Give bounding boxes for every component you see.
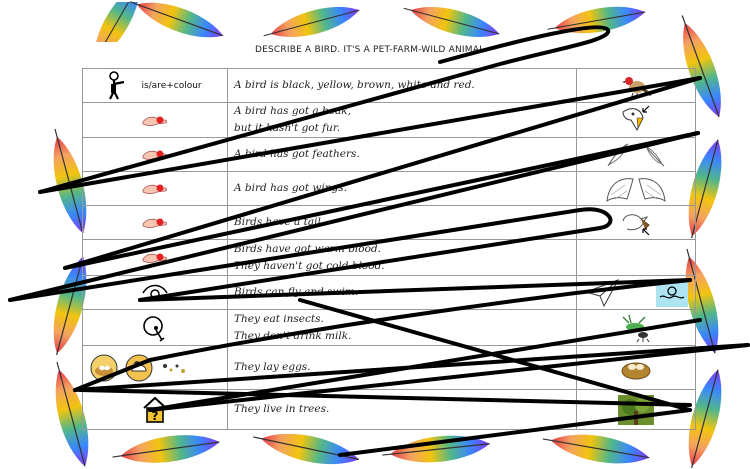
hand-holding-icon [142, 253, 167, 264]
person-eating-icon [143, 315, 165, 342]
hand-holding-icon [142, 116, 167, 126]
wings-picture [606, 177, 666, 202]
page-title: DESCRIBE A BIRD. IT'S A PET-FARM-WILD AN… [255, 45, 485, 55]
person-pointing-icon [109, 70, 125, 99]
beak-picture [622, 105, 650, 132]
hand-holding-icon [142, 218, 167, 229]
symbol-label: is/are+colour [141, 80, 202, 91]
table-row: They eat insects.They don't drink milk. [82, 309, 696, 346]
svg-text:?: ? [152, 409, 159, 423]
sentence-line: They lay eggs. [234, 361, 311, 373]
nest-picture [621, 362, 651, 379]
sentence-line: They live in trees. [234, 403, 330, 415]
sentence-line: They eat insects. [234, 312, 324, 325]
dots-icon [163, 363, 186, 373]
tail-picture [622, 213, 650, 235]
hand-holding-icon [142, 184, 167, 195]
sentence-line: A bird has got feathers. [234, 148, 360, 160]
